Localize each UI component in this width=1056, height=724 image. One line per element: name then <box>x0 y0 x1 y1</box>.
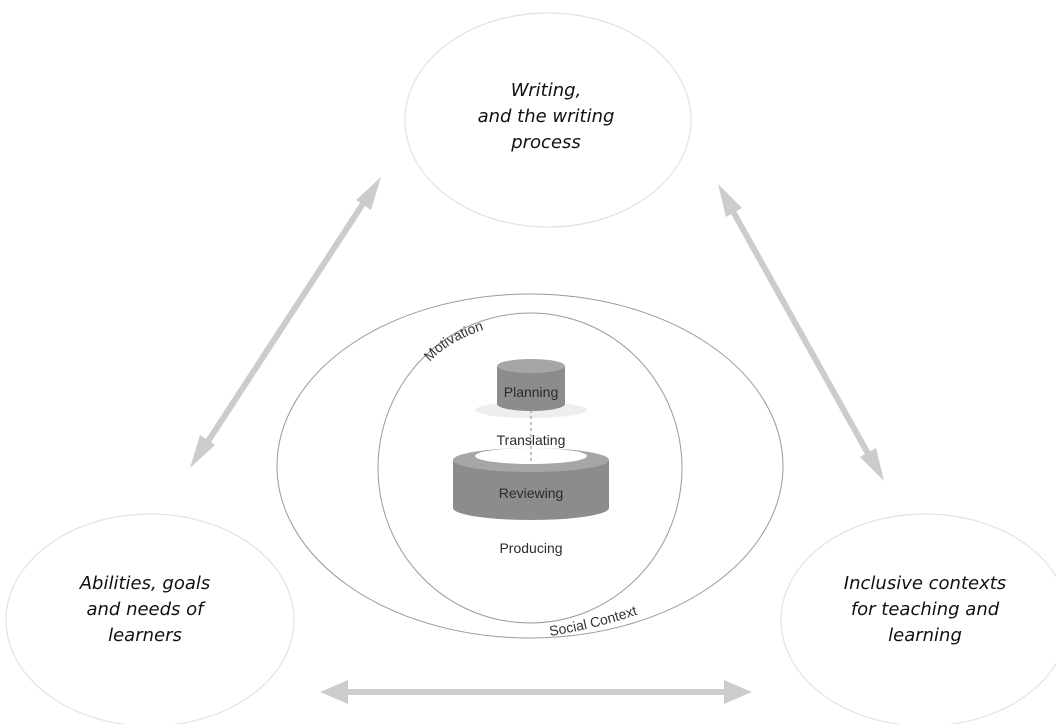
reviewing-label: Reviewing <box>499 485 564 501</box>
left-node-circle <box>5 513 295 724</box>
top-node-line: Writing, <box>511 80 582 101</box>
left-node-line: Abilities, goals <box>79 573 211 594</box>
top-node-line: and the writing <box>478 106 615 127</box>
translating-label: Translating <box>497 432 566 448</box>
motivation-circle <box>377 312 683 624</box>
arrow-left-top <box>190 177 381 468</box>
right-node-line: learning <box>888 625 962 646</box>
left-node-line: learners <box>108 625 182 646</box>
arrow-left-right <box>320 680 752 704</box>
right-node-circle <box>780 513 1056 724</box>
reviewing-layer: Reviewing <box>453 448 609 520</box>
right-node-line: for teaching and <box>851 599 1000 620</box>
top-node-circle <box>404 12 692 228</box>
top-node-line: process <box>510 132 581 153</box>
left-node-line: and needs of <box>86 599 206 620</box>
top-node-text: Writing, and the writing process <box>478 80 615 153</box>
right-node-text: Inclusive contexts for teaching and lear… <box>844 573 1006 646</box>
social-context-label: Social Context <box>548 602 639 639</box>
motivation-label: Motivation <box>420 317 485 364</box>
producing-label: Producing <box>499 540 562 556</box>
planning-layer: Planning <box>497 359 565 411</box>
left-node-text: Abilities, goals and needs of learners <box>79 573 211 646</box>
right-node-line: Inclusive contexts <box>844 573 1006 594</box>
planning-label: Planning <box>504 384 559 400</box>
arrow-top-right <box>718 184 884 481</box>
social-context-circle <box>276 293 784 639</box>
